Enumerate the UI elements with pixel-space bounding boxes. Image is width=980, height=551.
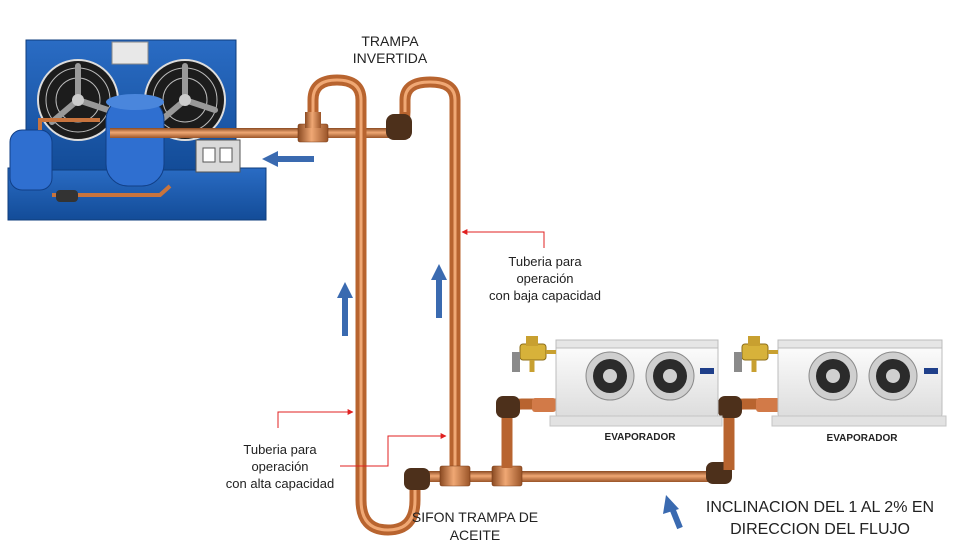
elbow-fitting (386, 114, 412, 140)
liquid-receiver (9, 129, 53, 191)
flare-fitting (532, 398, 556, 412)
elbow-fitting (404, 468, 430, 490)
high-capacity-riser-highlight (311, 78, 417, 532)
suction-tee-fitting (305, 112, 321, 128)
suction-line-pipe (110, 128, 410, 138)
evaporator-1-fan-right-icon (645, 351, 695, 401)
evaporator-2-label: EVAPORADOR (826, 433, 898, 444)
high-capacity-pipe-label: Tuberia para operación con alta capacida… (205, 441, 355, 492)
evaporator-1-top-rail (555, 339, 719, 349)
oil-trap-label-line: SIFON TRAMPA DE (411, 509, 539, 525)
evaporator-2-top-rail (777, 339, 943, 349)
oil-trap-label-line: ACEITE (449, 527, 501, 543)
nameplate (111, 41, 149, 65)
low-capacity-label-line: Tuberia para (508, 254, 582, 269)
evaporator-2-bottom-tray (771, 415, 947, 427)
pointer-high-capacity-lower (340, 433, 447, 467)
inverted-trap-label-line: INVERTIDA (352, 50, 428, 66)
elbow-fitting (496, 396, 520, 418)
evaporator-1-label: EVAPORADOR (604, 432, 676, 443)
flow-arrow-high-riser-icon (337, 282, 353, 336)
evaporator-1 (512, 336, 723, 427)
low-capacity-label-line: operación (516, 271, 574, 286)
high-capacity-label-line: con alta capacidad (225, 476, 335, 491)
slope-note-label: INCLINACION DEL 1 AL 2% EN DIRECCION DEL… (700, 497, 940, 541)
expansion-valve-1-icon (512, 336, 556, 372)
header-tee-fitting (491, 465, 523, 487)
header-tee-fitting (439, 465, 471, 487)
unit-internal-pipe (38, 118, 100, 130)
pressure-control-gauge (219, 147, 233, 163)
unit-internal-pipe (52, 184, 172, 197)
flow-arrow-low-riser-icon (431, 264, 447, 318)
flare-fitting (756, 398, 780, 412)
elbow-fitting (718, 396, 742, 418)
condensing-unit (7, 39, 267, 221)
evaporator-1-fan-left-icon (585, 351, 635, 401)
flow-arrow-slope-icon (663, 495, 683, 530)
evaporator-2-body (777, 343, 943, 419)
low-capacity-riser-highlight (403, 80, 457, 468)
low-capacity-label-line: con baja capacidad (488, 288, 602, 303)
inverted-trap-label: TRAMPA INVERTIDA (340, 33, 440, 67)
expansion-valve-2-icon (734, 336, 778, 372)
oil-trap-siphon-label: SIFON TRAMPA DE ACEITE (400, 508, 550, 544)
high-capacity-label-line: operación (251, 459, 309, 474)
evaporator-1-brand-badge (700, 368, 714, 374)
suction-header-pipe (412, 471, 730, 482)
filter-drier (56, 190, 78, 202)
evaporator-1-bottom-tray (549, 415, 723, 427)
compressor-top (106, 94, 164, 110)
flow-arrow-into-unit-icon (262, 151, 314, 167)
high-capacity-label-line: Tuberia para (243, 442, 317, 457)
evaporator-2 (734, 336, 947, 427)
slope-note-line: INCLINACION DEL 1 AL 2% EN (705, 499, 935, 516)
evaporator-2-fan-left-icon (808, 351, 858, 401)
slope-note-line: DIRECCION DEL FLUJO (730, 521, 910, 538)
pointer-low-capacity (461, 229, 545, 248)
compressor (105, 97, 165, 187)
pointer-high-capacity-upper (277, 409, 354, 428)
evaporator-2-brand-badge (924, 368, 938, 374)
low-capacity-pipe-label: Tuberia para operación con baja capacida… (470, 253, 620, 304)
inverted-trap-label-line: TRAMPA (361, 33, 419, 49)
evaporator-2-fan-right-icon (868, 351, 918, 401)
pressure-control-gauge (202, 147, 216, 163)
